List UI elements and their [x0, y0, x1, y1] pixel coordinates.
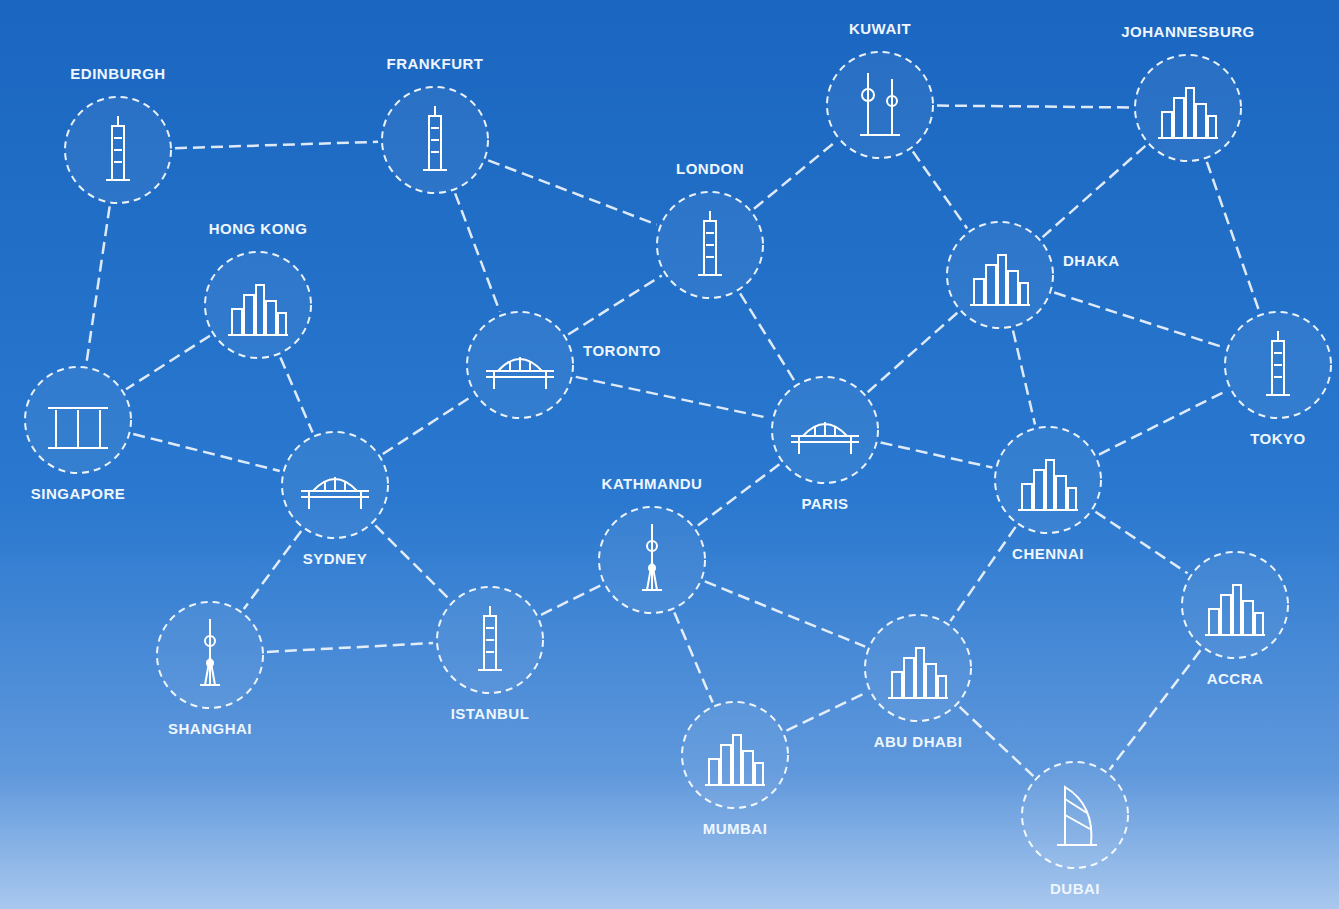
dashed-link	[960, 707, 1034, 776]
city-name: CHENNAI	[1012, 545, 1084, 563]
dashed-link	[576, 377, 770, 418]
city-name: LONDON	[676, 160, 744, 178]
circle-outline	[945, 220, 1055, 330]
city-name: DHAKA	[1063, 252, 1120, 270]
city-circle: TOKYO	[1223, 310, 1333, 420]
dashed-link	[383, 396, 472, 454]
circle-outline	[1223, 310, 1333, 420]
dashed-link	[740, 293, 795, 381]
city-circle: CHENNAI	[993, 425, 1103, 535]
circle-outline	[280, 430, 390, 540]
circle-outline	[770, 375, 880, 485]
circle-outline	[993, 425, 1103, 535]
city-name: KATHMANDU	[602, 475, 703, 493]
city-name: ABU DHABI	[874, 733, 963, 751]
dashed-link	[1110, 650, 1201, 769]
city-name: TOKYO	[1250, 430, 1306, 448]
circle-outline	[1020, 760, 1130, 870]
circle-outline	[63, 95, 173, 205]
city-name: DUBAI	[1050, 880, 1100, 898]
dashed-link	[698, 464, 780, 526]
dashed-link	[881, 442, 993, 467]
dashed-link	[267, 643, 433, 652]
dashed-link	[1207, 162, 1259, 311]
circle-outline	[863, 613, 973, 723]
circle-outline	[155, 600, 265, 710]
dashed-link	[674, 612, 712, 702]
city-circle: LONDON	[655, 190, 765, 300]
dashed-link	[375, 525, 449, 599]
city-name: SINGAPORE	[31, 485, 126, 503]
dashed-link	[244, 531, 301, 609]
dashed-link	[455, 193, 500, 311]
dashed-link	[541, 585, 601, 615]
city-circle: SYDNEY	[280, 430, 390, 540]
dashed-link	[754, 141, 836, 209]
city-name: TORONTO	[583, 342, 661, 360]
dashed-link	[1095, 512, 1187, 574]
dashed-link	[950, 527, 1015, 621]
city-name: MUMBAI	[703, 820, 768, 838]
circle-outline	[23, 365, 133, 475]
city-circle: ABU DHABI	[863, 613, 973, 723]
city-name: SHANGHAI	[168, 720, 252, 738]
circle-outline	[203, 250, 313, 360]
circle-outline	[1180, 550, 1290, 660]
dashed-link	[705, 581, 865, 646]
circle-outline	[1133, 53, 1243, 163]
dashed-link	[937, 106, 1131, 108]
city-circle: DUBAI	[1020, 760, 1130, 870]
city-name: FRANKFURT	[387, 55, 484, 73]
city-name: SYDNEY	[303, 550, 368, 568]
dashed-link	[133, 434, 279, 471]
city-circle: FRANKFURT	[380, 85, 490, 195]
city-circle: PARIS	[770, 375, 880, 485]
circle-outline	[680, 700, 790, 810]
dashed-link	[1043, 146, 1146, 237]
city-circle: ACCRA	[1180, 550, 1290, 660]
dashed-link	[1099, 390, 1227, 454]
city-name: ACCRA	[1207, 670, 1264, 688]
city-circle: JOHANNESBURG	[1133, 53, 1243, 163]
city-circle: SINGAPORE	[23, 365, 133, 475]
dashed-link	[1054, 293, 1224, 348]
dashed-link	[1013, 330, 1035, 424]
city-circle: TORONTO	[465, 310, 575, 420]
circle-outline	[435, 585, 545, 695]
dashed-link	[786, 692, 866, 730]
dashed-link	[86, 206, 109, 363]
circle-outline	[597, 505, 707, 615]
dashed-link	[280, 357, 312, 432]
circle-outline	[465, 310, 575, 420]
circle-outline	[825, 50, 935, 160]
city-circle: SHANGHAI	[155, 600, 265, 710]
dashed-link	[913, 152, 967, 229]
city-circle: KUWAIT	[825, 50, 935, 160]
city-circle: DHAKA	[945, 220, 1055, 330]
dashed-link	[868, 313, 958, 392]
city-name: JOHANNESBURG	[1121, 23, 1255, 41]
city-circle: HONG KONG	[203, 250, 313, 360]
dashed-link	[488, 160, 656, 224]
city-name: HONG KONG	[209, 220, 308, 238]
city-circle: KATHMANDU	[597, 505, 707, 615]
city-name: PARIS	[801, 495, 848, 513]
dashed-link	[126, 336, 210, 390]
dashed-link	[568, 275, 662, 334]
circle-outline	[655, 190, 765, 300]
city-name: KUWAIT	[849, 20, 911, 38]
city-circle: EDINBURGH	[63, 95, 173, 205]
city-circle: ISTANBUL	[435, 585, 545, 695]
dashed-link	[175, 142, 378, 148]
city-circle: MUMBAI	[680, 700, 790, 810]
city-name: ISTANBUL	[451, 705, 530, 723]
city-name: EDINBURGH	[70, 65, 165, 83]
circle-outline	[380, 85, 490, 195]
